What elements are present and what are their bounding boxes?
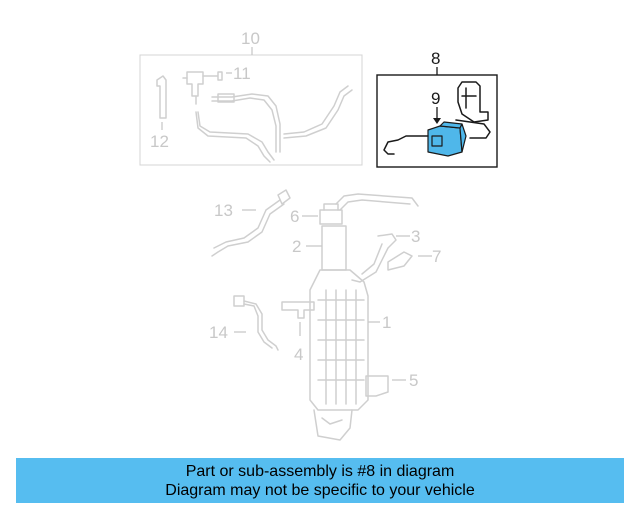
callout-3[interactable]: 3 <box>411 227 420 246</box>
subassembly-10-group: 10 11 12 <box>139 29 363 166</box>
part-7-bracket[interactable] <box>387 251 413 271</box>
callout-6[interactable]: 6 <box>290 207 299 226</box>
banner-line-part-number: Part or sub-assembly is #8 in diagram <box>185 463 455 480</box>
callout-1[interactable]: 1 <box>382 313 391 332</box>
callout-14[interactable]: 14 <box>209 323 228 342</box>
subassembly-10-box <box>139 54 363 166</box>
callout-11[interactable]: 11 <box>233 64 251 83</box>
part-6-cap[interactable] <box>319 203 343 225</box>
part-5-bracket[interactable] <box>365 375 389 397</box>
callout-7[interactable]: 7 <box>432 247 441 266</box>
callout-5[interactable]: 5 <box>409 371 418 390</box>
part-4-bracket[interactable] <box>281 301 315 319</box>
callout-2[interactable]: 2 <box>292 237 301 256</box>
banner-line-disclaimer: Diagram may not be specific to your vehi… <box>165 482 475 499</box>
part-12-hose[interactable] <box>156 75 167 119</box>
part-14-hose[interactable] <box>233 295 279 351</box>
callout-10[interactable]: 10 <box>241 29 260 48</box>
part-2-fitting[interactable] <box>321 225 347 271</box>
info-banner: Part or sub-assembly is #8 in diagram Di… <box>16 458 624 503</box>
parts-diagram: 10 11 12 8 <box>139 29 498 441</box>
callout-13[interactable]: 13 <box>214 201 233 220</box>
part-3-bracket[interactable] <box>351 233 397 283</box>
callout-12[interactable]: 12 <box>150 132 169 151</box>
callout-4[interactable]: 4 <box>294 345 303 364</box>
callout-9[interactable]: 9 <box>431 89 440 108</box>
part-1-canister[interactable] <box>309 269 369 441</box>
subassembly-8-group[interactable]: 8 9 <box>376 49 498 168</box>
part-13-hose[interactable] <box>211 189 291 257</box>
part-11-valve[interactable] <box>182 71 223 105</box>
part-9-solenoid[interactable] <box>383 121 467 157</box>
callout-8[interactable]: 8 <box>431 49 440 68</box>
